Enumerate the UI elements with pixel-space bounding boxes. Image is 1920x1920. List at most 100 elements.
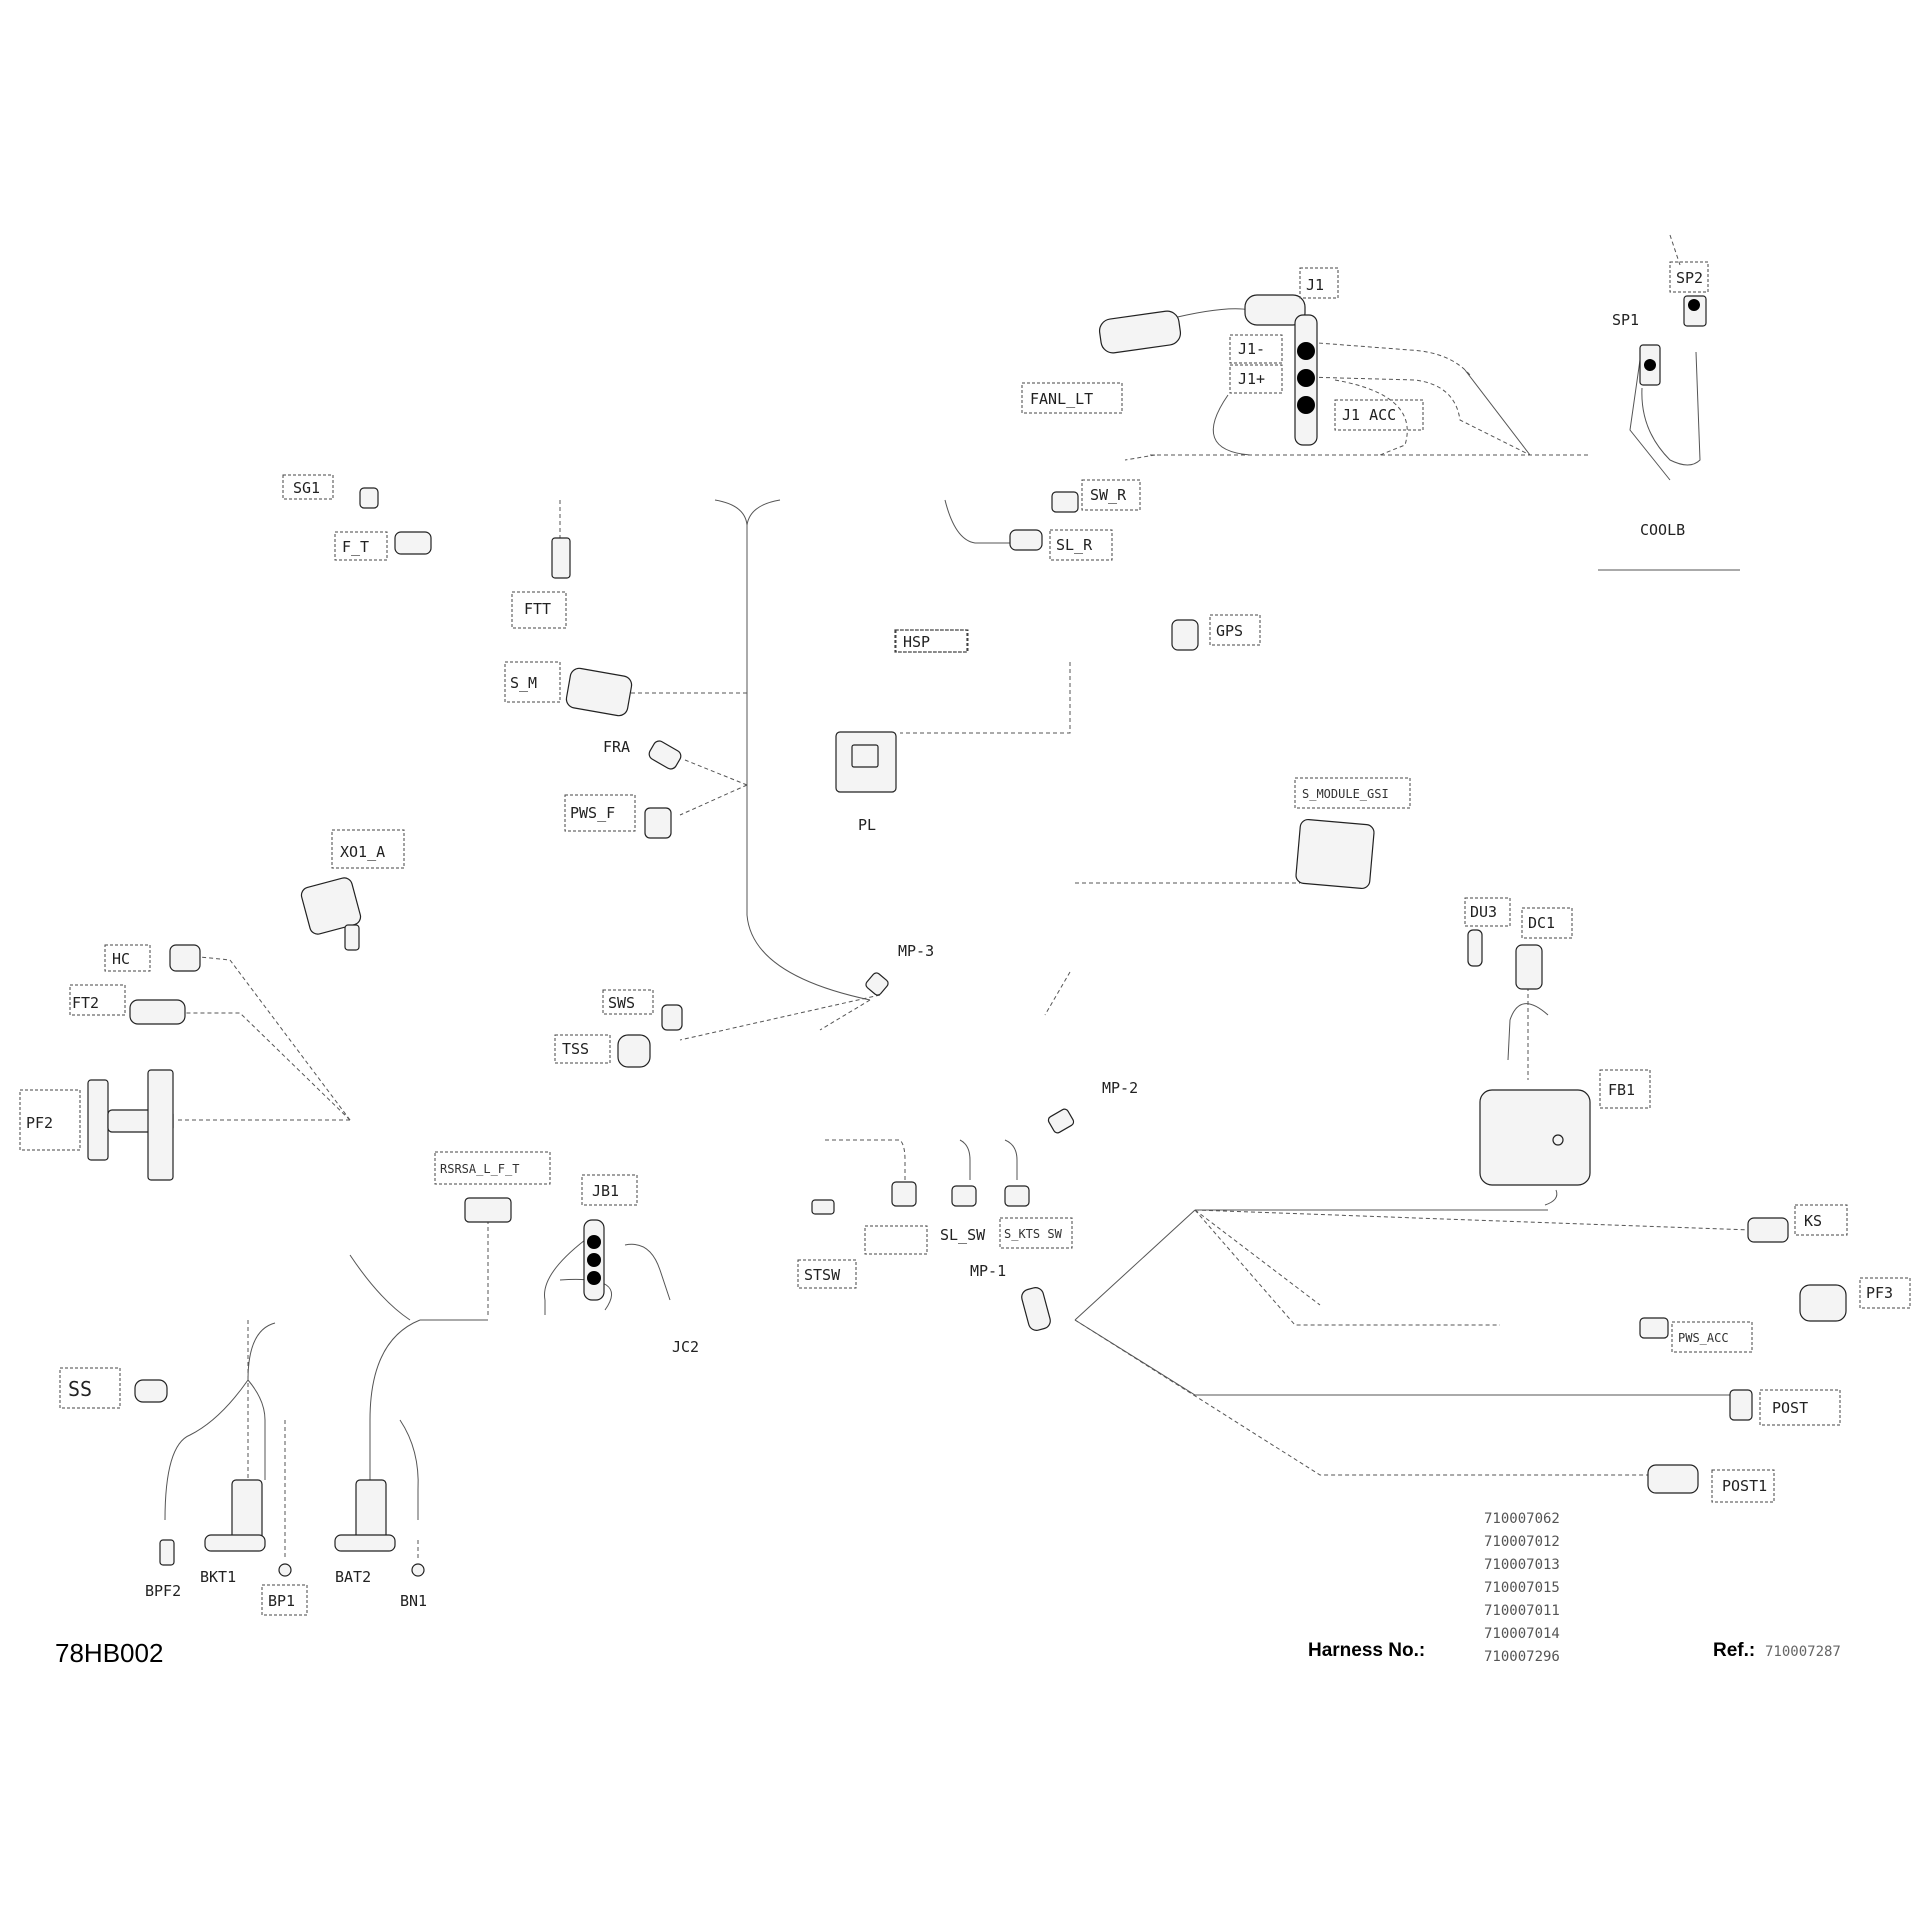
top-right-wires [1164,234,1740,571]
connector-pws-acc-icon [1639,1317,1669,1339]
harness-number: 710007012 [1484,1534,1560,1550]
label-sp1: SP1 [1612,311,1639,329]
ref-value: 710007287 [1765,1644,1841,1660]
label-bp1: BP1 [268,1592,295,1610]
terminal-bn1-icon [411,1563,425,1577]
connector-fanl-icon [1098,310,1182,354]
connector-ftt-icon [551,537,571,579]
splice-dot-sp1 [1644,359,1656,371]
connector-s-module-icon [1295,818,1375,890]
harness-number: 710007015 [1484,1580,1560,1596]
label-boxes [19,261,1911,1616]
label-sl-r: SL_R [1056,536,1093,554]
label-pl: PL [858,816,876,834]
connector-j1-housing-icon [1244,294,1306,326]
connector-s-kts-icon [1004,1185,1030,1207]
label-du3: DU3 [1470,903,1497,921]
terminal-bp1-icon [278,1563,292,1577]
label-ks: KS [1804,1212,1822,1230]
label-gps: GPS [1216,622,1243,640]
center-wires [544,1139,1018,1315]
splice-dots [587,299,1700,1285]
label-ft2: FT2 [72,994,99,1012]
connector-pf2-frame-icon [87,1079,109,1161]
connector-pf2-housing-icon [147,1069,174,1181]
label-fra: FRA [603,738,630,756]
label-sws: SWS [608,994,635,1012]
label-sw-r: SW_R [1090,486,1127,504]
harness-label: Harness No.: [1308,1640,1426,1661]
label-s-kts: S_KTS SW [1004,1227,1063,1241]
connector-tss-icon [617,1034,651,1068]
label-j1-minus: J1- [1238,340,1265,358]
module-fb1-icon [1479,1089,1591,1186]
harness-number: 710007011 [1484,1603,1560,1619]
label-rsrsa: RSRSA_L_F_T [440,1162,519,1176]
left-branch-wires [164,956,489,1560]
label-pf3: PF3 [1866,1284,1893,1302]
label-stsw: STSW [804,1266,841,1284]
label-bpf2: BPF2 [145,1582,181,1600]
label-tss: TSS [562,1040,589,1058]
label-fb1: FB1 [1608,1081,1635,1099]
label-bat2: BAT2 [335,1568,371,1586]
terminal-bat2-icon [334,1534,396,1552]
harness-number: 710007296 [1484,1649,1560,1665]
connector-mp1-icon [1021,1287,1051,1331]
label-j1-plus: J1+ [1238,370,1265,388]
connector-sl-sw-a-icon [891,1181,917,1207]
connector-gps-icon [1171,619,1199,651]
label-mp1: MP-1 [970,1262,1006,1280]
connector-fra-icon [648,740,682,770]
labels: SG1 F_T FTT S_M FRA PWS_F XO1_A HC FT2 P… [26,269,1893,1610]
harness-number: 710007013 [1484,1557,1560,1573]
label-j1: J1 [1306,276,1324,294]
ref-label: Ref.: [1713,1640,1756,1661]
label-jc2: JC2 [672,1338,699,1356]
harness-number-list: 710007062 710007012 710007013 710007015 … [1484,1508,1560,1669]
document-id: 78HB002 [55,1638,164,1668]
label-pf2: PF2 [26,1114,53,1132]
terminal-bkt1-icon [204,1534,266,1552]
splice-dot-jb1-a [587,1235,601,1249]
label-mp3: MP-3 [898,942,934,960]
connector-pl-face-icon [851,744,879,768]
harness-number: 710007062 [1484,1511,1560,1527]
label-hsp: HSP [903,633,930,651]
label-sl-sw: SL_SW [940,1226,986,1244]
connector-sw-r-icon [1051,491,1079,513]
terminal-bkt1-post-icon [231,1479,263,1541]
splice-dot-sp2 [1688,299,1700,311]
terminal-post-icon [1729,1389,1753,1421]
label-ftt: FTT [524,600,551,618]
label-mp2: MP-2 [1102,1079,1138,1097]
terminal-post1-icon [1647,1464,1699,1494]
connector-stsw-icon [811,1199,835,1215]
label-fanl: FANL_LT [1030,390,1093,408]
label-pws-f: PWS_F [570,804,615,822]
label-bn1: BN1 [400,1592,427,1610]
splice-dot-j1-acc [1297,396,1315,414]
splice-dot-j1-plus [1297,369,1315,387]
label-pws-acc: PWS_ACC [1678,1331,1729,1345]
connector-ft2-icon [129,999,186,1025]
module-fb1-bolt-icon [1552,1134,1564,1146]
label-sg1: SG1 [293,479,320,497]
splice-dot-jb1-b [587,1253,601,1267]
splice-dot-jb1-c [587,1271,601,1285]
label-dc1: DC1 [1528,914,1555,932]
components [87,294,1847,1577]
terminal-bat2-post-icon [355,1479,387,1541]
label-coolb: COOLB [1640,521,1685,539]
connector-sm-icon [565,667,633,717]
label-sp2: SP2 [1676,269,1703,287]
label-bkt1: BKT1 [200,1568,236,1586]
connector-rsrsa-icon [464,1197,512,1223]
label-jb1: JB1 [592,1182,619,1200]
label-hc: HC [112,950,130,968]
connector-dc1-icon [1515,944,1543,990]
label-j1-acc: J1 ACC [1342,406,1396,424]
connector-du3-icon [1467,929,1483,967]
label-post: POST [1772,1399,1808,1417]
